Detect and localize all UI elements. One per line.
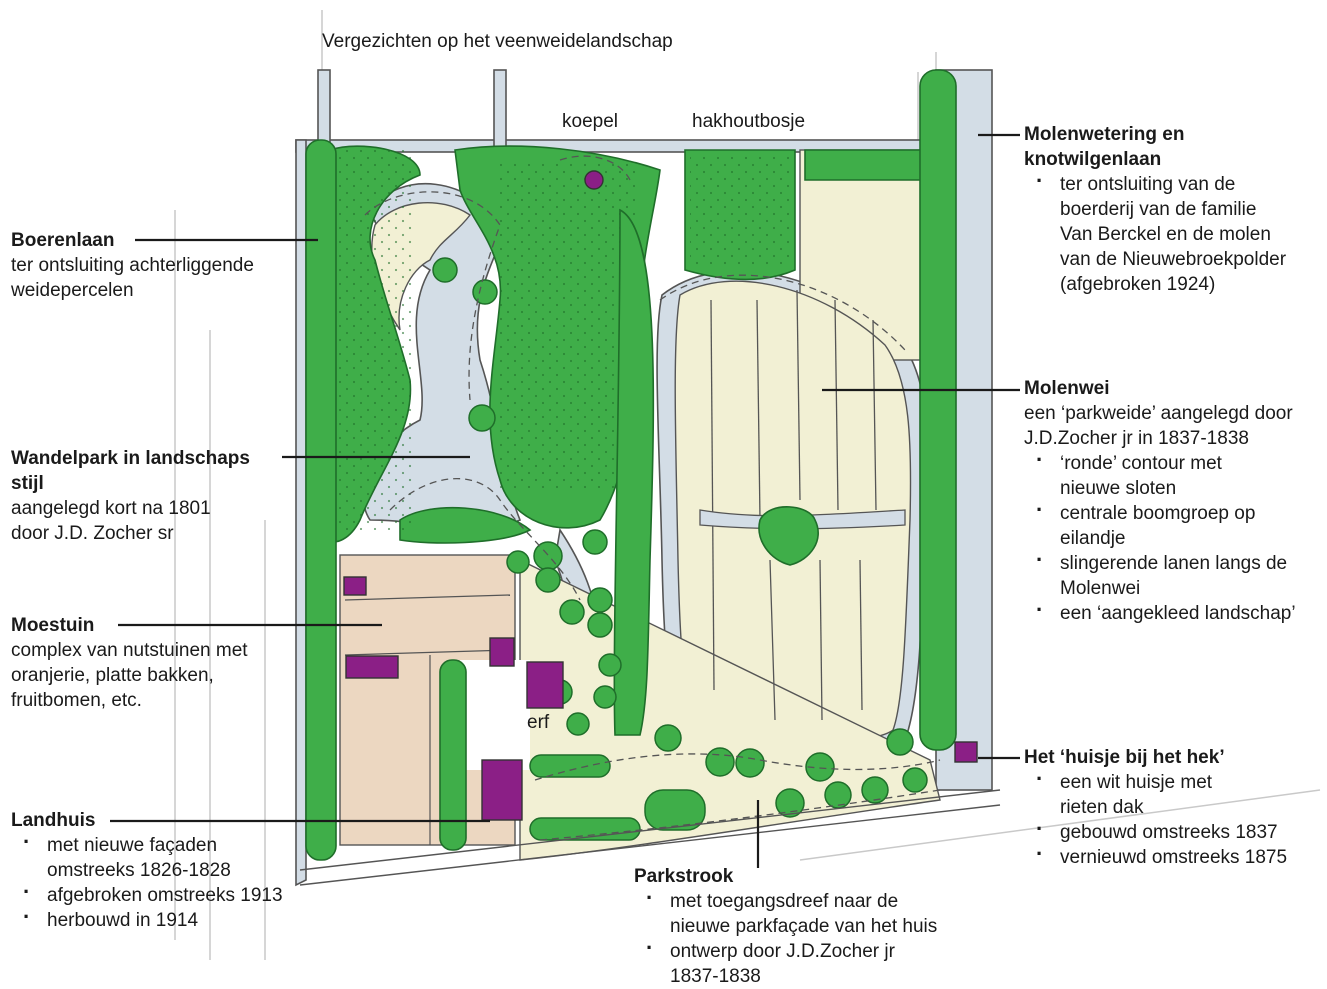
annotation-title: knotwilgenlaan bbox=[1024, 149, 1162, 170]
dashed-paths bbox=[364, 155, 941, 841]
annotation-bullet: gebouwd omstreeks 1837 bbox=[1024, 816, 1287, 845]
annotation-line: aangelegd kort na 1801 bbox=[11, 498, 211, 519]
annotation-bullet: met toegangsdreef naar de bbox=[634, 885, 937, 914]
annotation-moestuin: Moestuin complex van nutstuinen met oran… bbox=[11, 613, 248, 713]
road bbox=[299, 789, 1001, 886]
annotation-title: Wandelpark in landschaps bbox=[11, 448, 250, 469]
annotation-bullet: met nieuwe façaden bbox=[11, 829, 283, 858]
annotation-continuation: boerderij van de familie bbox=[1060, 199, 1257, 220]
tree-clumps bbox=[432, 257, 928, 841]
annotation-line: oranjerie, platte bakken, bbox=[11, 665, 214, 686]
annotation-line: complex van nutstuinen met bbox=[11, 640, 248, 661]
annotation-title: Molenwetering en bbox=[1024, 124, 1185, 145]
annotation-continuation: eilandje bbox=[1060, 528, 1126, 549]
buildings bbox=[343, 170, 978, 821]
annotation-continuation: omstreeks 1826-1828 bbox=[47, 860, 231, 881]
tree-rows bbox=[305, 69, 957, 861]
erf-label: erf bbox=[527, 712, 550, 733]
annotation-continuation: rieten dak bbox=[1060, 797, 1144, 818]
annotation-line: ter ontsluiting achterliggende bbox=[11, 255, 254, 276]
annotation-molenwetering: Molenwetering en knotwilgenlaan ter onts… bbox=[1024, 122, 1286, 297]
koepel-label: koepel bbox=[562, 111, 618, 132]
annotation-title: Parkstrook bbox=[634, 866, 734, 887]
annotation-boerenlaan: Boerenlaan ter ontsluiting achterliggend… bbox=[11, 228, 254, 303]
annotation-continuation: van de Nieuwebroekpolder bbox=[1060, 249, 1287, 270]
annotation-landhuis: Landhuis met nieuwe façaden omstreeks 18… bbox=[11, 808, 283, 933]
annotation-bullet: afgebroken omstreeks 1913 bbox=[11, 879, 283, 908]
annotation-continuation: nieuwe sloten bbox=[1060, 478, 1177, 499]
annotation-continuation: nieuwe parkfaçade van het huis bbox=[670, 916, 938, 937]
annotation-molenwei: Molenwei een ‘parkweide’ aangelegd door … bbox=[1024, 376, 1296, 626]
annotation-line: J.D.Zocher jr in 1837-1838 bbox=[1024, 428, 1249, 449]
annotation-title: stijl bbox=[11, 473, 44, 494]
annotation-title: Landhuis bbox=[11, 810, 96, 831]
annotation-bullet: een wit huisje met bbox=[1024, 766, 1287, 795]
annotation-bullet: centrale boomgroep op bbox=[1024, 497, 1296, 526]
annotation-title: Moestuin bbox=[11, 615, 95, 636]
hakhoutbosje-label: hakhoutbosje bbox=[692, 111, 806, 132]
annotation-title: Boerenlaan bbox=[11, 230, 115, 251]
annotation-bullet: ontwerp door J.D.Zocher jr bbox=[634, 935, 937, 964]
top-view-label: Vergezichten op het veenweidelandschap bbox=[322, 31, 673, 52]
annotation-parkstrook: Parkstrook met toegangsdreef naar de nie… bbox=[634, 864, 937, 989]
annotation-bullet: slingerende lanen langs de bbox=[1024, 547, 1296, 576]
annotation-line: door J.D. Zocher sr bbox=[11, 523, 174, 544]
annotation-title: Het ‘huisje bij het hek’ bbox=[1024, 747, 1225, 768]
annotation-continuation: 1837-1838 bbox=[670, 966, 761, 987]
annotation-line: een ‘parkweide’ aangelegd door bbox=[1024, 403, 1293, 424]
annotation-huisje: Het ‘huisje bij het hek’ een wit huisje … bbox=[1024, 745, 1287, 870]
annotation-continuation: (afgebroken 1924) bbox=[1060, 274, 1216, 295]
annotation-bullet: ‘ronde’ contour met bbox=[1024, 447, 1296, 476]
annotation-bullet: vernieuwd omstreeks 1875 bbox=[1024, 841, 1287, 870]
annotation-continuation: Van Berckel en de molen bbox=[1060, 224, 1271, 245]
annotation-continuation: Molenwei bbox=[1060, 578, 1141, 599]
annotation-bullet: ter ontsluiting van de bbox=[1024, 168, 1286, 197]
leader-lines bbox=[110, 133, 1020, 868]
annotation-bullet: herbouwd in 1914 bbox=[11, 904, 283, 933]
annotation-wandelpark: Wandelpark in landschaps stijl aangelegd… bbox=[11, 446, 250, 546]
annotation-line: fruitbomen, etc. bbox=[11, 690, 142, 711]
annotation-line: weidepercelen bbox=[11, 280, 134, 301]
annotation-title: Molenwei bbox=[1024, 378, 1110, 399]
annotation-bullet: een ‘aangekleed landschap’ bbox=[1024, 597, 1296, 626]
